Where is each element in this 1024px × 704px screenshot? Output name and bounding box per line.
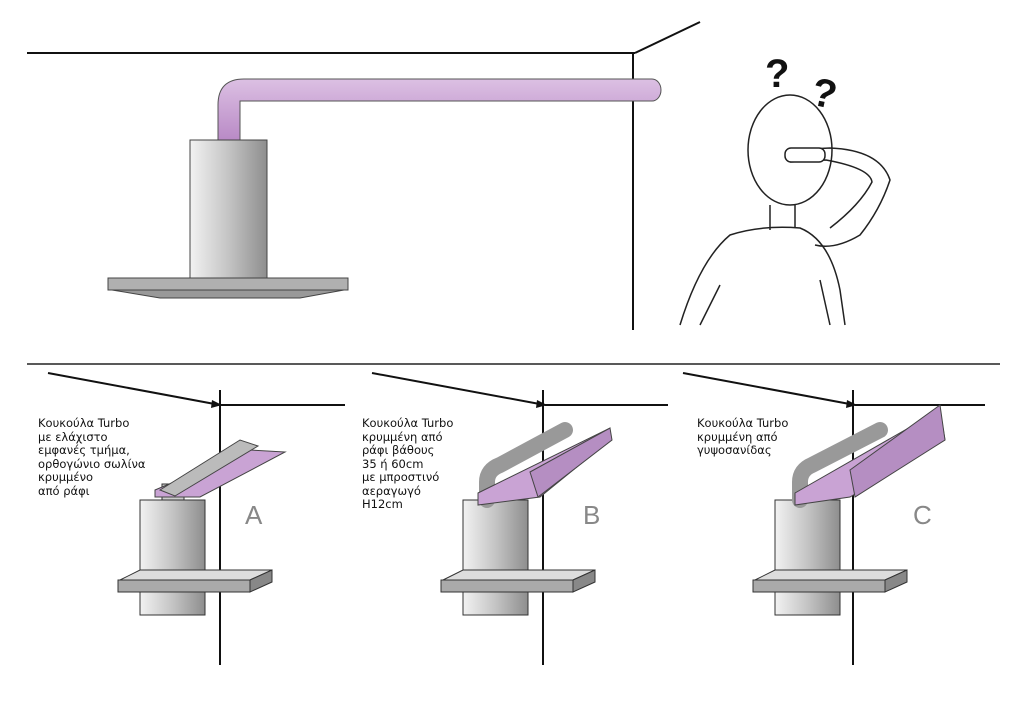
panel-a-letter: A (245, 500, 263, 530)
panel-a-drawing (47, 372, 345, 665)
panel-c-label: Κουκούλα Turbo κρυμμένη από γυψοσανίδας (697, 416, 789, 457)
duct-pipe (217, 78, 662, 141)
hood-canopy (107, 277, 349, 291)
panel-b-letter: B (583, 500, 601, 530)
hood-chimney (189, 139, 268, 279)
panel-b-label: Κουκούλα Turbo κρυμμένη από ράφι βάθους … (362, 416, 454, 511)
confused-person (679, 94, 891, 326)
question-mark-1: ? (765, 52, 790, 96)
panel-c-letter: C (913, 500, 932, 530)
panel-b-drawing (371, 372, 668, 665)
panel-c-drawing (682, 372, 985, 665)
panel-a-label: Κουκούλα Turbo με ελάχιστο εμφανές τμήμα… (38, 416, 146, 498)
top-scene (27, 21, 891, 330)
